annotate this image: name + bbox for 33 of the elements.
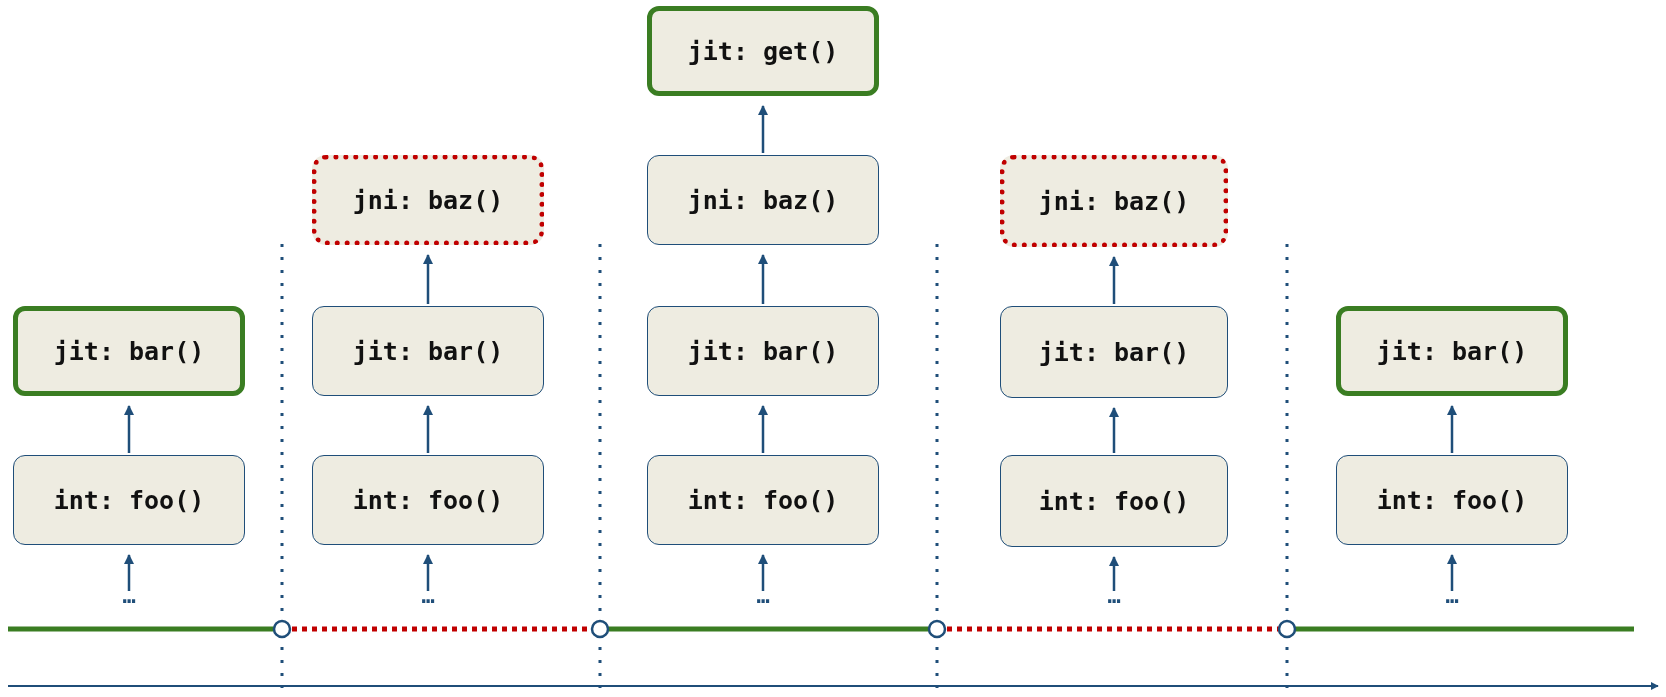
arrow <box>423 254 433 304</box>
stack-frame-box: int: foo() <box>13 455 245 545</box>
arrow <box>423 554 433 591</box>
stack-frame-box: jit: get() <box>647 6 879 96</box>
stack-frame-box: int: foo() <box>647 455 879 545</box>
stack-frame-box: jni: baz() <box>312 155 544 245</box>
arrow <box>758 405 768 453</box>
ellipsis-text: … <box>111 583 147 609</box>
arrow <box>1447 405 1457 453</box>
stack-frame-box: int: foo() <box>312 455 544 545</box>
stack-frame-box: jit: bar() <box>1336 306 1568 396</box>
stack-frame-box: jit: bar() <box>1000 306 1228 398</box>
stack-frame-box: jni: baz() <box>647 155 879 245</box>
arrow <box>1109 556 1119 591</box>
ellipsis-text: … <box>1096 583 1132 609</box>
ellipsis-text: … <box>410 583 446 609</box>
arrow <box>124 405 134 453</box>
arrow <box>1109 256 1119 304</box>
stack-frame-box: int: foo() <box>1000 455 1228 547</box>
arrow <box>1109 407 1119 453</box>
arrow <box>1447 554 1457 591</box>
stack-frame-box: int: foo() <box>1336 455 1568 545</box>
stack-frame-box: jit: bar() <box>647 306 879 396</box>
ellipsis-text: … <box>1434 583 1470 609</box>
arrow <box>758 554 768 591</box>
stack-frame-box: jni: baz() <box>1000 155 1228 247</box>
ellipsis-text: … <box>745 583 781 609</box>
arrow <box>124 554 134 591</box>
stack-frame-box: jit: bar() <box>13 306 245 396</box>
arrow <box>758 254 768 304</box>
arrow <box>758 105 768 153</box>
stack-frame-box: jit: bar() <box>312 306 544 396</box>
arrow <box>423 405 433 453</box>
